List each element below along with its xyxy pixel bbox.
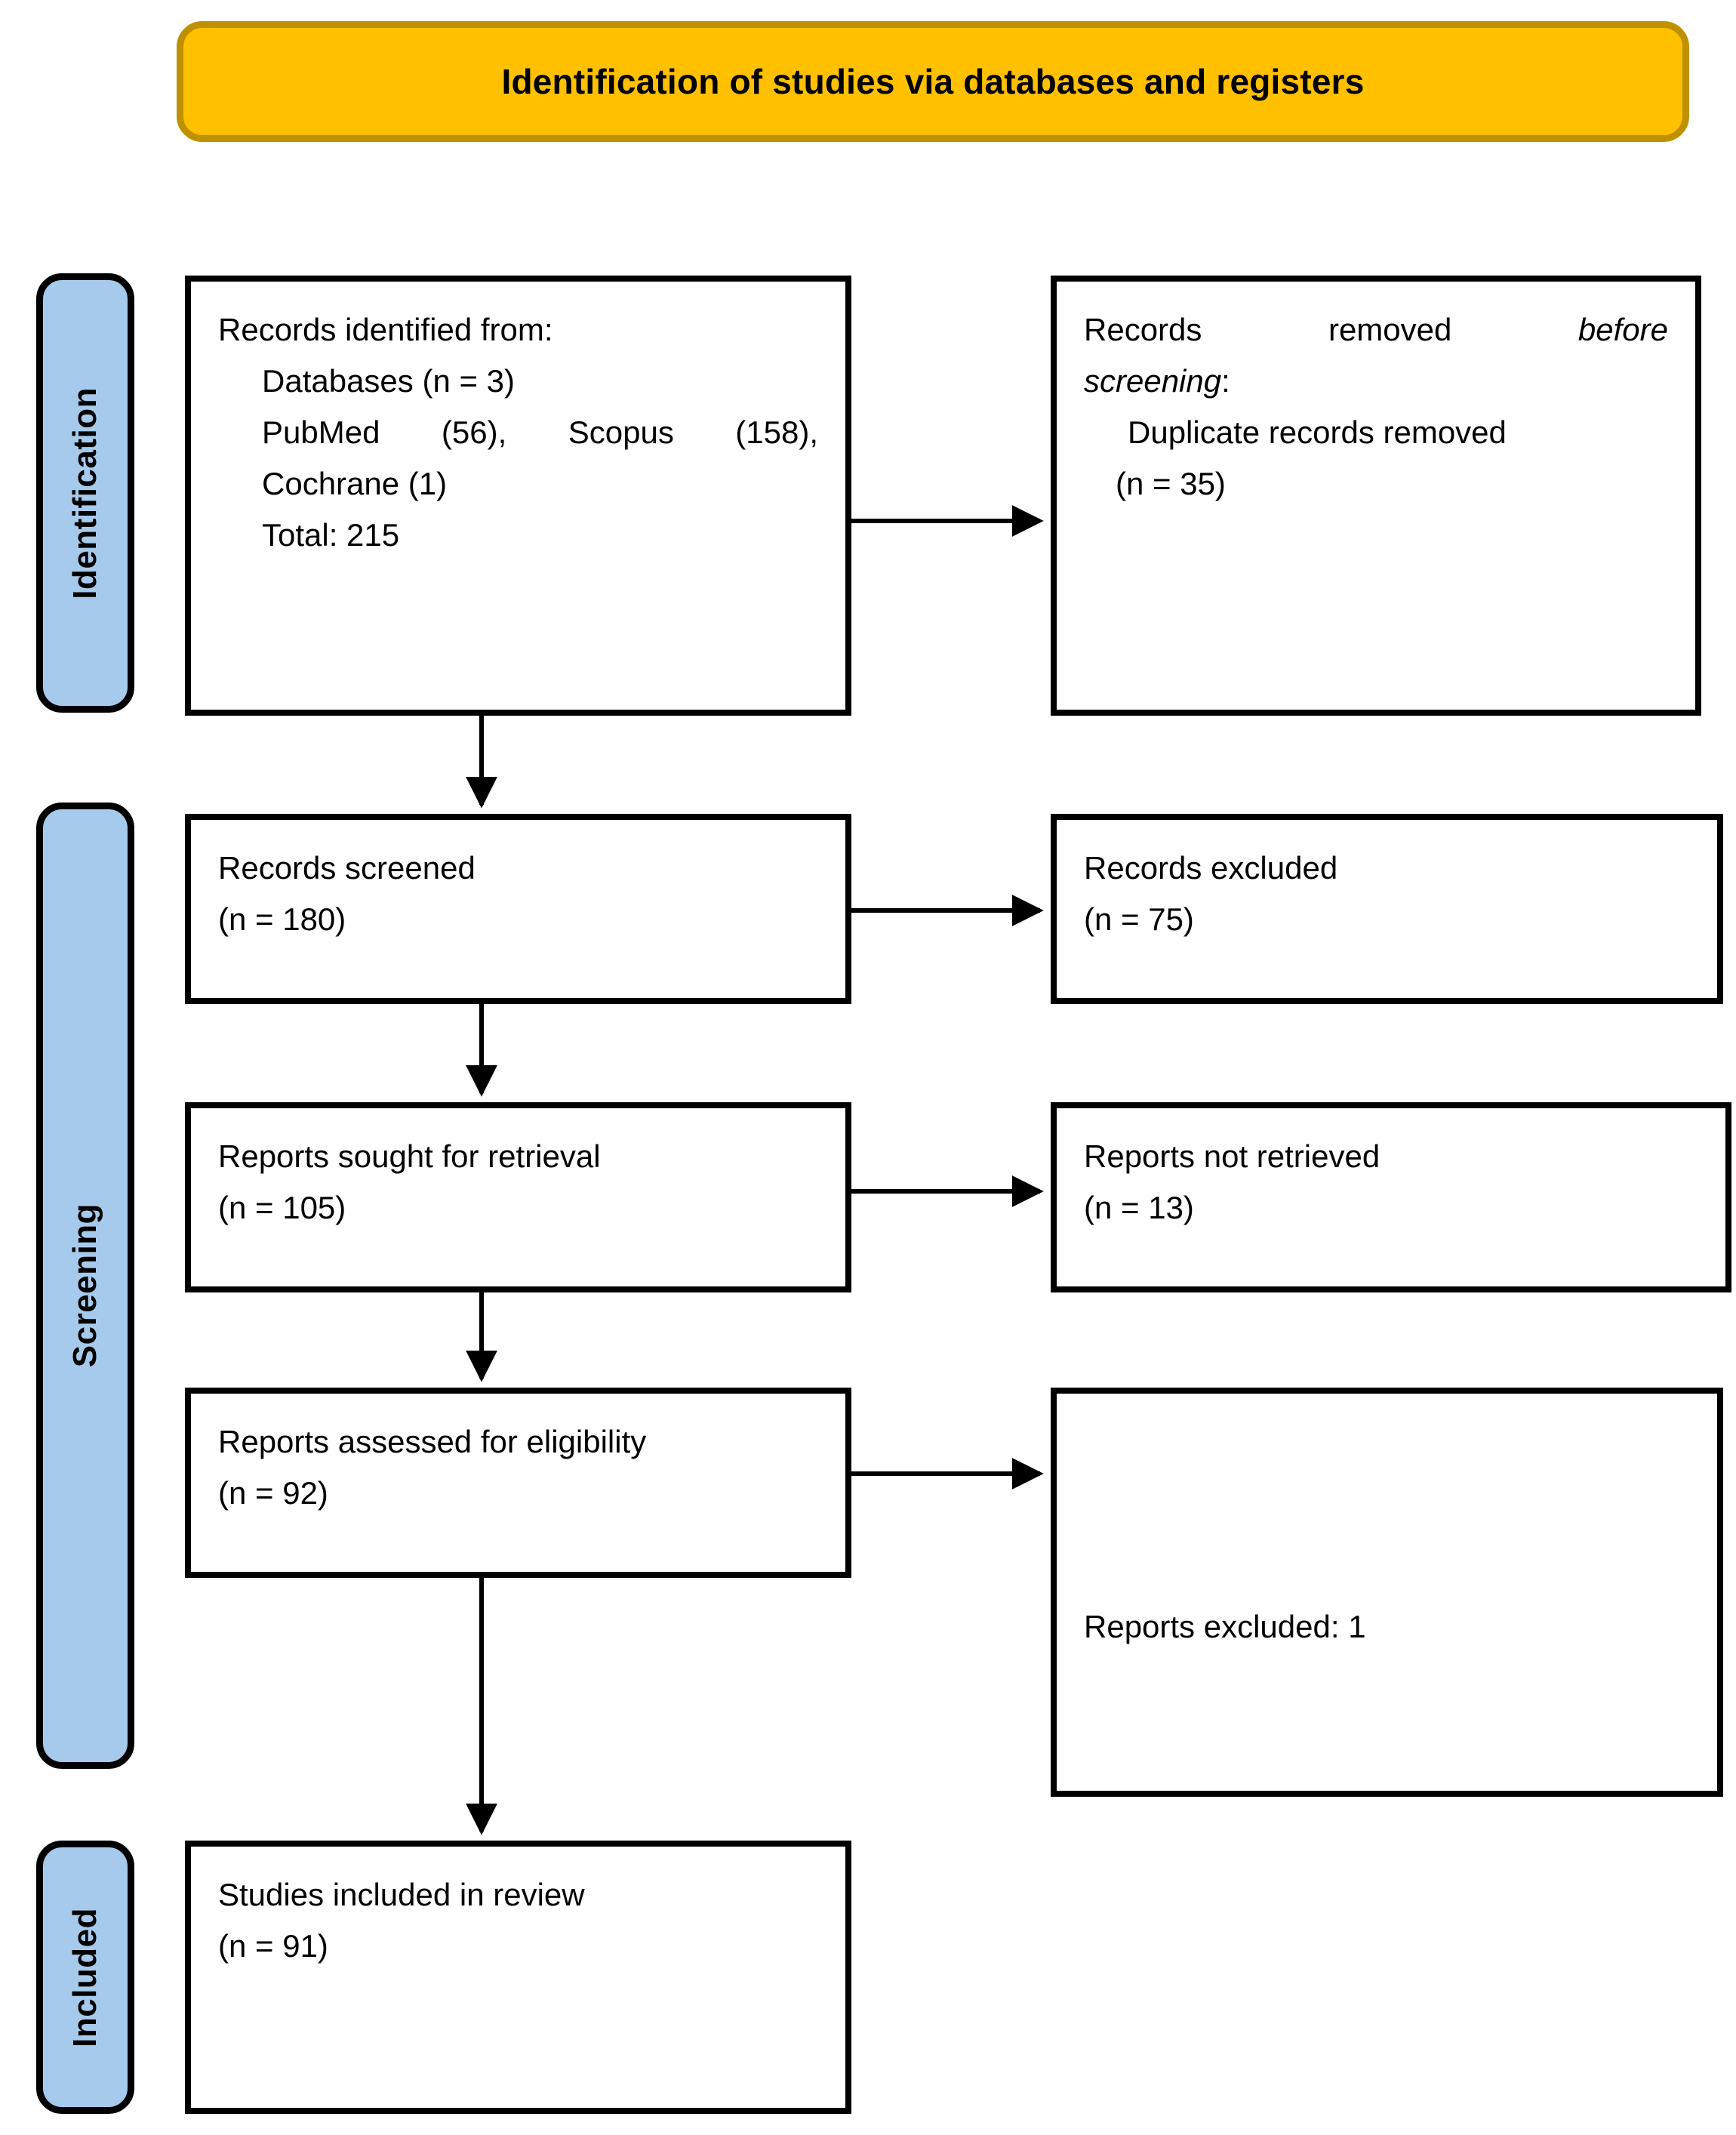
records-removed-line-3: Duplicate records removed [1128, 414, 1507, 451]
reports-sought-label: Reports sought for retrieval [218, 1138, 601, 1174]
box-records-screened: Records screened (n = 180) [185, 814, 851, 1004]
stage-tab-screening: Screening [36, 803, 134, 1769]
records-screened-count: (n = 180) [218, 901, 346, 938]
stage-tab-identification-label: Identification [66, 387, 103, 599]
records-removed-line-4: (n = 35) [1116, 466, 1226, 502]
stage-tab-identification: Identification [36, 273, 134, 713]
records-removed-word-records: Records [1084, 312, 1202, 347]
records-identified-line-5: Total: 215 [262, 517, 400, 553]
stage-tab-included: Included [36, 1841, 134, 2114]
box-records-identified: Records identified from: Databases (n = … [185, 276, 851, 716]
records-removed-colon: : [1221, 363, 1230, 399]
records-removed-word-before: before [1577, 312, 1668, 347]
records-removed-line-2: screening: [1084, 356, 1668, 407]
records-identified-line-3: PubMed (56), Scopus (158), [262, 414, 818, 451]
records-screened-label: Records screened [218, 850, 476, 886]
records-removed-line-1: Records removed before [1084, 304, 1668, 356]
records-excluded-count: (n = 75) [1084, 901, 1194, 938]
reports-excluded-label: Reports excluded: 1 [1084, 1609, 1366, 1644]
reports-not-retrieved-count: (n = 13) [1084, 1190, 1194, 1226]
records-removed-word-screening: screening [1084, 363, 1222, 399]
stage-tab-screening-label: Screening [66, 1203, 103, 1368]
studies-included-count: (n = 91) [218, 1928, 328, 1964]
box-studies-included-in-review: Studies included in review (n = 91) [185, 1841, 851, 2114]
page-title: Identification of studies via databases … [501, 62, 1365, 101]
studies-included-label: Studies included in review [218, 1877, 585, 1912]
box-reports-sought-for-retrieval: Reports sought for retrieval (n = 105) [185, 1102, 851, 1292]
reports-assessed-label: Reports assessed for eligibility [218, 1424, 647, 1459]
box-records-excluded: Records excluded (n = 75) [1051, 814, 1723, 1004]
box-reports-assessed-for-eligibility: Reports assessed for eligibility (n = 92… [185, 1388, 851, 1578]
diagram-header-banner: Identification of studies via databases … [177, 21, 1689, 142]
reports-sought-count: (n = 105) [218, 1190, 346, 1226]
records-identified-line-2: Databases (n = 3) [262, 363, 516, 399]
reports-excluded-spacer: Reports excluded: 1 [1084, 1416, 1690, 1653]
stage-tab-included-label: Included [66, 1907, 103, 2047]
box-reports-excluded: Reports excluded: 1 [1051, 1388, 1723, 1797]
records-removed-word-removed: removed [1328, 312, 1452, 347]
records-excluded-label: Records excluded [1084, 850, 1338, 886]
records-identified-line-1: Records identified from: [218, 312, 553, 347]
reports-not-retrieved-label: Reports not retrieved [1084, 1138, 1380, 1174]
records-identified-line-4: Cochrane (1) [262, 466, 448, 502]
reports-assessed-count: (n = 92) [218, 1475, 328, 1511]
box-reports-not-retrieved: Reports not retrieved (n = 13) [1051, 1102, 1731, 1292]
box-records-removed-before-screening: Records removed before screening: Duplic… [1051, 276, 1701, 716]
